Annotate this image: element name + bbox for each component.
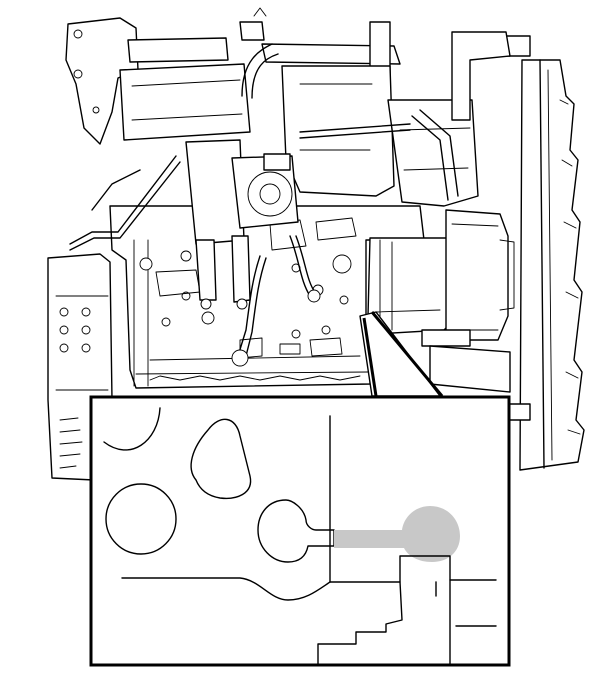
radiator-fan <box>505 35 585 471</box>
detail-inset <box>89 395 511 667</box>
highlighted-passage <box>334 506 460 562</box>
timing-cover <box>367 209 515 393</box>
turbocharger <box>185 139 299 310</box>
engine-block <box>47 205 425 481</box>
pipes <box>69 43 459 367</box>
